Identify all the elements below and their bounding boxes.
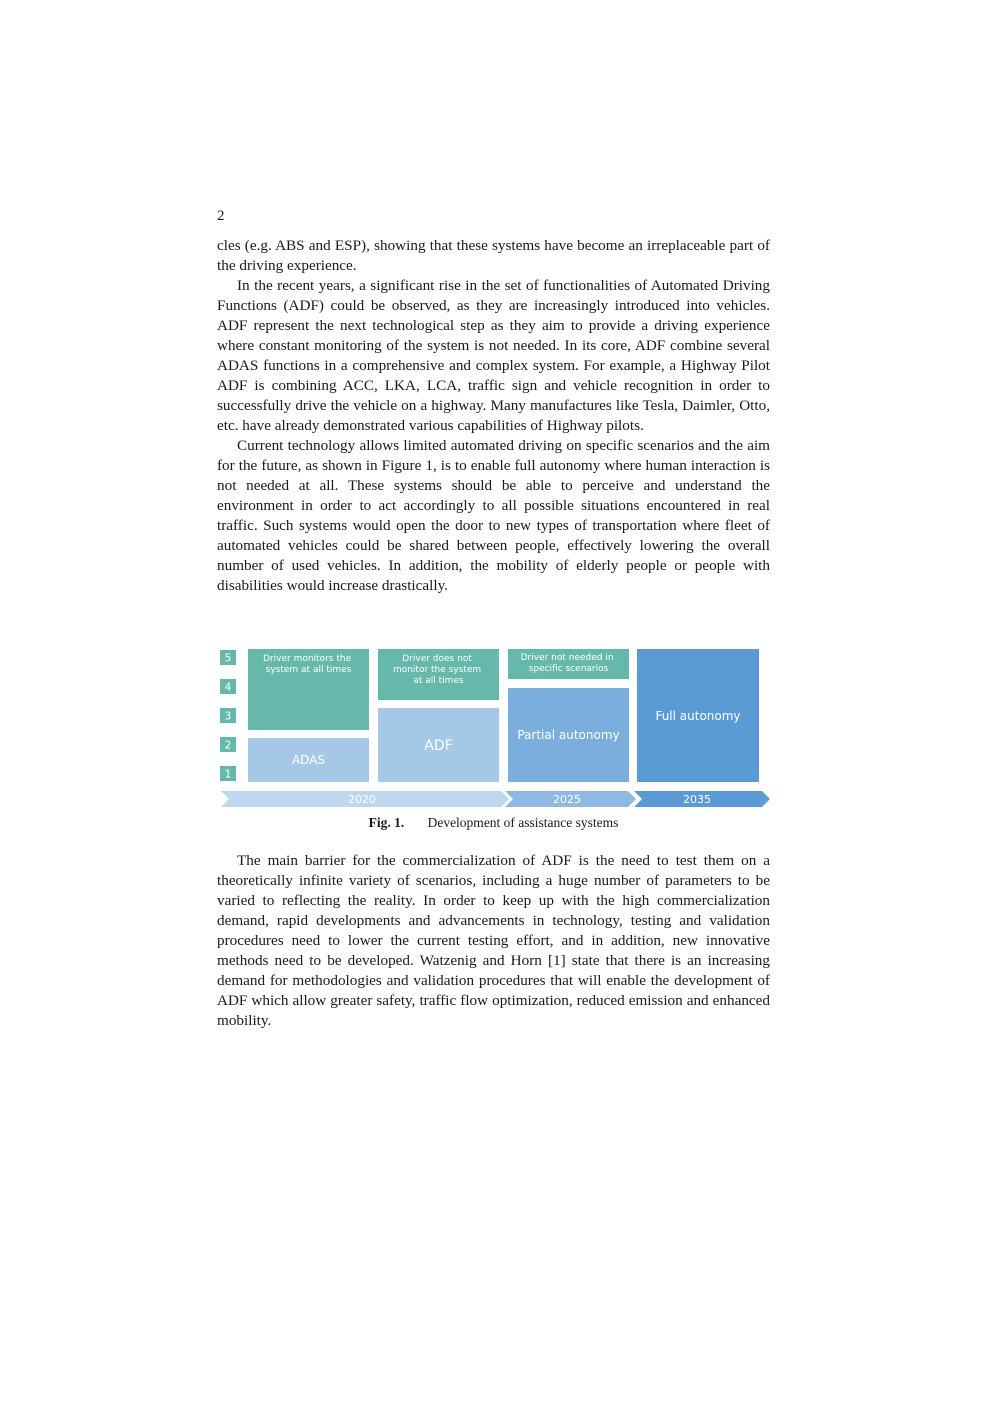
column-full-autonomy: Full autonomy (637, 649, 759, 782)
body-text-top: cles (e.g. ABS and ESP), showing that th… (217, 236, 770, 596)
label-line: Driver monitors the (263, 654, 352, 664)
bottom-box (248, 738, 369, 782)
bottom-box (637, 649, 759, 782)
column-adf: Driver does not monitor the system at al… (378, 649, 499, 782)
level-marker (220, 708, 236, 723)
paragraph: The main barrier for the commercializati… (217, 852, 770, 1029)
level-marker (220, 766, 236, 781)
bottom-box (508, 688, 629, 782)
timeline-label: 2025 (553, 793, 581, 806)
timeline: 2020 2025 2035 (221, 791, 770, 807)
level-label: 4 (225, 682, 232, 694)
column-partial-autonomy: Driver not needed in specific scenarios … (508, 649, 629, 782)
top-box-label: Driver does not monitor the system at al… (393, 654, 484, 686)
level-marker (220, 650, 236, 665)
figure-assistance-systems: 5 4 3 2 1 Driver monitors the system at … (217, 646, 773, 811)
label-line: system at all times (266, 665, 352, 675)
body-text-bottom: The main barrier for the commercializati… (217, 851, 770, 1031)
paragraph: Current technology allows limited automa… (217, 437, 770, 594)
level-label: 3 (225, 711, 232, 723)
paragraph: cles (e.g. ABS and ESP), showing that th… (217, 237, 770, 274)
level-marker (220, 737, 236, 752)
label-line: Driver does not (402, 654, 472, 664)
bottom-box (378, 708, 499, 782)
figure-diagram: 5 4 3 2 1 Driver monitors the system at … (220, 649, 770, 807)
bottom-box-label: ADF (424, 738, 452, 754)
caption-label: Fig. 1. (368, 815, 405, 830)
timeline-label: 2035 (683, 793, 711, 806)
top-box (378, 649, 499, 700)
timeline-chevron-2020 (221, 791, 509, 807)
top-box-label: Driver not needed in specific scenarios (521, 653, 617, 674)
paragraph: In the recent years, a significant rise … (217, 277, 770, 434)
label-line: at all times (413, 676, 464, 686)
level-label: 2 (225, 740, 232, 752)
timeline-label: 2020 (348, 793, 376, 806)
figure-caption: Fig. 1. Development of assistance system… (217, 814, 770, 832)
column-adas: Driver monitors the system at all times … (248, 649, 369, 782)
page-number: 2 (217, 208, 225, 224)
top-box (248, 649, 369, 730)
label-line: Driver not needed in (521, 653, 614, 663)
label-line: specific scenarios (529, 664, 609, 674)
level-label: 1 (225, 769, 232, 781)
bottom-box-label: ADAS (292, 753, 325, 767)
bottom-box-label: Full autonomy (655, 709, 740, 723)
timeline-chevron-2035 (634, 791, 770, 807)
level-axis: 5 4 3 2 1 (220, 650, 236, 781)
top-box-label: Driver monitors the system at all times (263, 654, 354, 675)
top-box (508, 649, 629, 679)
timeline-chevron-2025 (505, 791, 636, 807)
label-line: monitor the system (393, 665, 481, 675)
caption-text: Development of assistance systems (427, 815, 619, 830)
level-label: 5 (225, 653, 232, 665)
level-marker (220, 679, 236, 694)
bottom-box-label: Partial autonomy (517, 728, 619, 742)
